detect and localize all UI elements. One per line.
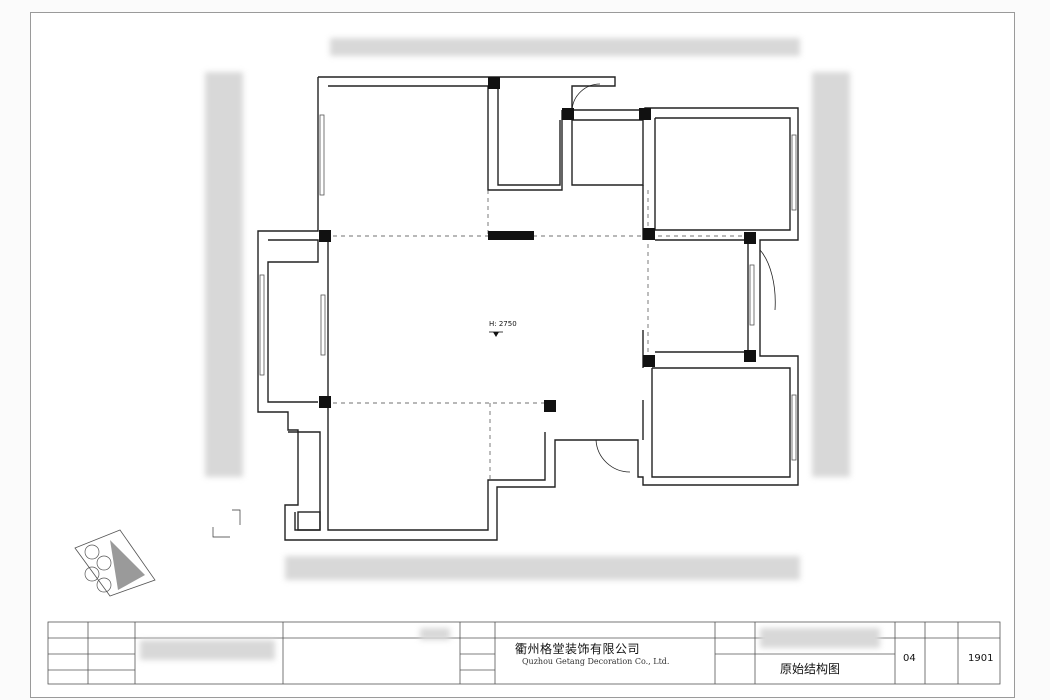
compass-logo: [74, 529, 156, 597]
bottom-dimension-blur: [285, 556, 800, 580]
door-swing-balcony: [759, 249, 776, 311]
column: [562, 108, 574, 120]
sw-outer: [288, 431, 321, 531]
door-swing-bath: [571, 83, 601, 111]
column: [488, 231, 534, 240]
level-marker: [489, 331, 503, 337]
bedroom-se-walls: [651, 367, 791, 478]
bath2-walls: [571, 119, 644, 186]
windows: [259, 114, 797, 461]
left-dimension-blur: [205, 72, 243, 477]
middle-room-walls: [655, 239, 749, 353]
title-block-blur-right: [760, 628, 880, 648]
sheet-frame: [30, 12, 1015, 698]
outer-wall: [257, 76, 799, 541]
company-name-en: Quzhou Getang Decoration Co., Ltd.: [522, 657, 670, 666]
door-swing-entry: [595, 439, 631, 473]
window-east-bottom: [791, 394, 797, 461]
window-east-top: [791, 134, 797, 211]
drawing-number: 1901: [968, 653, 994, 664]
columns: [319, 77, 756, 412]
window-living-west: [320, 294, 326, 356]
title-block-blur-mid: [420, 628, 450, 640]
bedroom-ne-walls: [654, 117, 791, 231]
column: [544, 400, 556, 412]
column: [744, 350, 756, 362]
walls: [257, 76, 799, 541]
sheet-number: 04: [903, 653, 916, 664]
bath-walls: [497, 86, 561, 186]
window-balcony-west: [259, 274, 265, 376]
title-block-blur-left: [140, 640, 275, 660]
inner-wall: [328, 85, 563, 191]
balcony-walls: [267, 239, 319, 403]
top-dimension-blur: [330, 38, 800, 56]
column: [488, 77, 500, 89]
company-name-cn: 衢州格堂装饰有限公司: [515, 642, 641, 656]
reference-mark: [212, 509, 241, 538]
ceiling-height-label: H: 2750: [489, 320, 517, 328]
window-north: [319, 114, 325, 196]
sw-room-walls: [327, 408, 546, 531]
beam-lines: [325, 190, 750, 480]
column: [744, 232, 756, 244]
sw-fixture: [297, 511, 321, 531]
window-mid-east: [749, 264, 755, 326]
right-dimension-blur: [812, 72, 850, 477]
column: [643, 228, 655, 240]
column: [319, 230, 331, 242]
drawing-title: 原始结构图: [780, 662, 841, 676]
column: [643, 355, 655, 367]
column: [319, 396, 331, 408]
column: [639, 108, 651, 120]
